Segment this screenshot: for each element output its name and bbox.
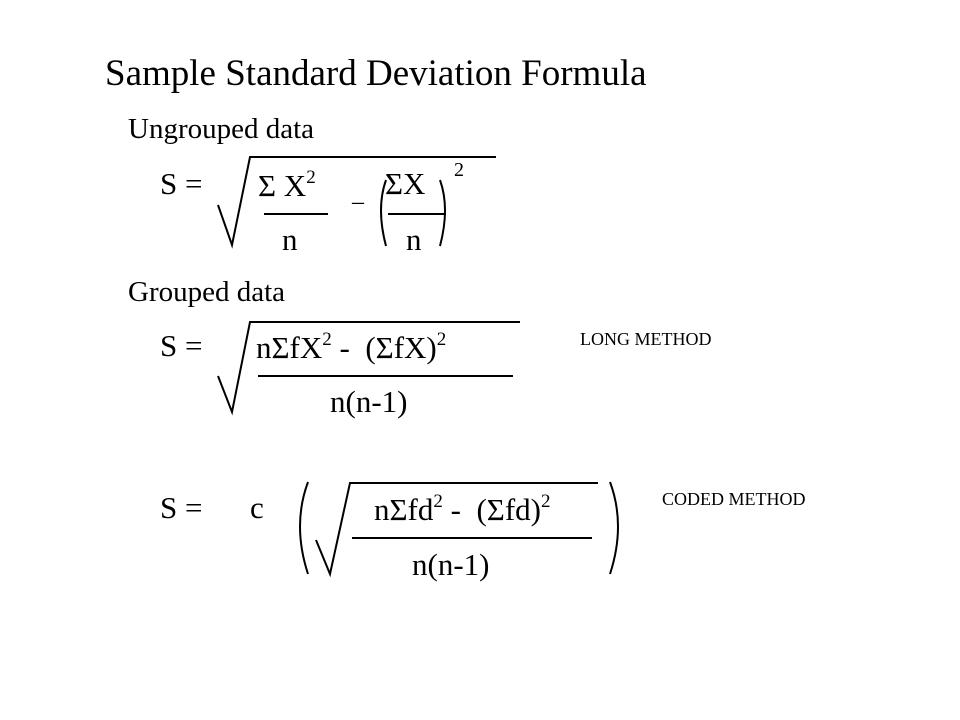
ungrouped-minus-sign: –: [352, 189, 364, 215]
long-method-lhs: S =: [160, 328, 203, 363]
ungrouped-left-paren: [380, 179, 387, 247]
coded-method-numerator: nΣfd2 - (Σfd)2: [374, 491, 551, 527]
coded-method-radical: [315, 482, 598, 578]
long-method-radical: [217, 321, 520, 416]
ungrouped-lhs: S =: [160, 166, 203, 201]
ungrouped-denominator-1: n: [282, 222, 298, 257]
long-method-numerator: nΣfX2 - (ΣfX)2: [256, 329, 447, 365]
ungrouped-heading: Ungrouped data: [128, 113, 315, 145]
ungrouped-radical: [217, 156, 496, 249]
ungrouped-right-paren: [439, 179, 446, 247]
coded-right-paren: [609, 481, 619, 575]
long-method-label: LONG METHOD: [580, 329, 712, 349]
coded-method-label: CODED METHOD: [662, 489, 806, 509]
ungrouped-term2-exponent: 2: [454, 159, 464, 181]
coded-left-paren: [299, 481, 309, 575]
ungrouped-denominator-2: n: [406, 222, 422, 257]
coded-method-denominator: n(n-1): [412, 547, 490, 582]
long-method-denominator: n(n-1): [330, 384, 408, 419]
ungrouped-term2-numerator: ΣX: [385, 166, 426, 201]
coded-method-lhs: S =: [160, 490, 203, 525]
slide-title: Sample Standard Deviation Formula: [105, 53, 647, 94]
coded-method-coefficient: c: [250, 490, 264, 525]
ungrouped-term1-numerator: Σ X2: [258, 167, 316, 203]
grouped-heading: Grouped data: [128, 276, 286, 308]
